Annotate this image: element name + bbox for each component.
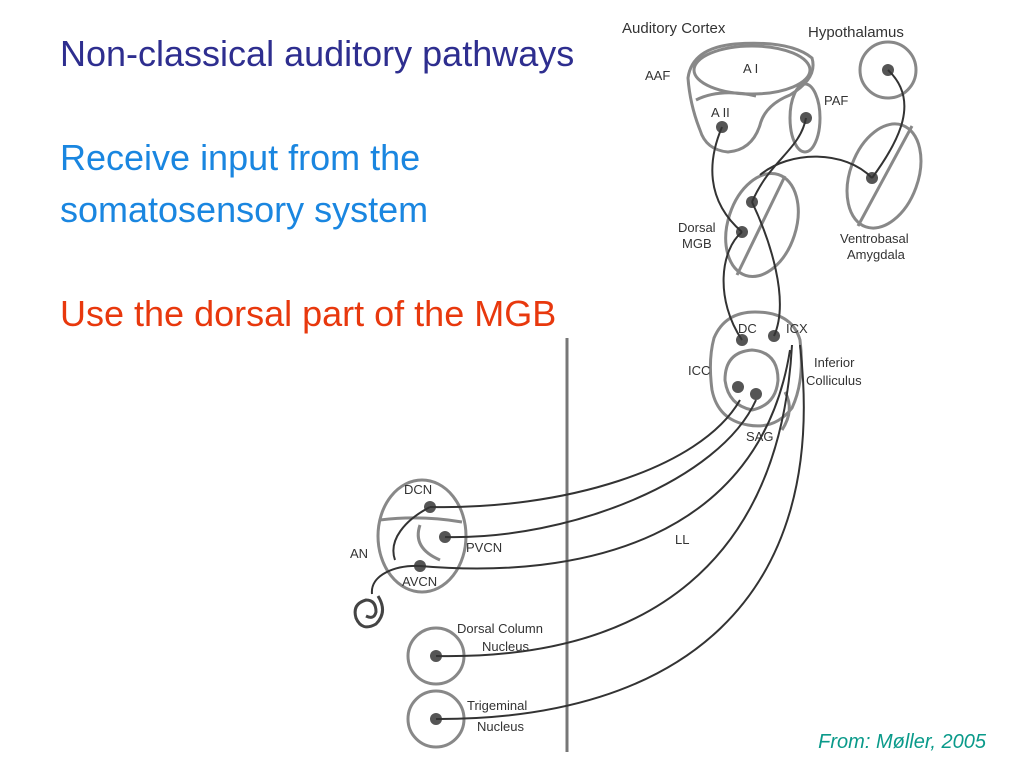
pathway-ic-to-mgb [722,231,743,341]
label-dcn: DCN [404,482,432,497]
amygdala-divider [856,125,914,227]
icc-neuron-left [732,381,744,393]
slide-text: Non-classical auditory pathways Receive … [60,28,580,340]
point-somatosensory: Receive input from the somatosensory sys… [60,137,429,230]
pathway-mgb-to-a2 [711,126,743,233]
pathway-trigeminal-to-icx [435,344,805,721]
point-dorsal-mgb: Use the dorsal part of the MGB [60,293,557,334]
label-inferior-colliculus-2: Colliculus [806,373,862,388]
neural-pathways [370,69,906,721]
label-aaf: AAF [645,68,670,83]
dcn-divider [379,516,463,524]
slide-title: Non-classical auditory pathways [60,33,575,74]
label-trigeminal-2: Nucleus [477,719,524,734]
label-sag: SAG [746,429,773,444]
label-dorsal-column-2: Nucleus [482,639,529,654]
label-icc: ICC [688,363,710,378]
citation: From: Møller, 2005 [818,731,986,753]
label-dorsal-mgb-2: MGB [682,236,712,251]
label-dorsal-mgb-1: Dorsal [678,220,716,235]
pathway-pvcn-to-icc [444,399,757,539]
label-trigeminal-1: Trigeminal [467,698,527,713]
pathway-an-to-avcn [370,564,421,595]
pathway-hypothalamus-to-amygdala [871,69,906,179]
pathway-dcn-to-icc [429,399,741,509]
label-paf: PAF [824,93,848,108]
pathway-mgb-to-paf [751,117,807,203]
pvcn-divider [416,524,441,562]
hypothalamus-circle [858,40,918,100]
pathway-dorsal-column-to-icx [435,344,793,658]
paf-region [788,82,822,154]
label-dorsal-column-1: Dorsal Column [457,621,543,636]
label-an: AN [350,546,368,561]
label-icx: ICX [786,321,808,336]
pathway-icx-to-mgb [751,201,781,337]
icc-region [723,348,780,412]
icc-neuron-right [750,388,762,400]
a2-region-outline [695,91,757,102]
label-hypothalamus: Hypothalamus [808,24,904,41]
label-ventrobasal-1: Ventrobasal [840,231,909,246]
label-dc: DC [738,321,757,336]
label-a2: A II [711,105,730,120]
label-a1: A I [743,61,758,76]
pathway-an-to-dcn [392,506,431,561]
mgb-divider [735,175,787,276]
pathway-mgb-to-amygdala [759,155,873,179]
label-auditory-cortex: Auditory Cortex [622,20,726,37]
label-avcn: AVCN [402,574,437,589]
dorsal-mgb-region [724,172,800,278]
label-inferior-colliculus-1: Inferior [814,355,855,370]
auditory-cortex-outline [686,41,815,154]
cochlea-spiral [353,595,384,629]
label-ll: LL [675,532,689,547]
label-pvcn: PVCN [466,540,502,555]
label-ventrobasal-2: Amygdala [847,247,906,262]
pathway-avcn-to-ic [419,349,791,570]
inferior-colliculus-outline [708,310,803,428]
